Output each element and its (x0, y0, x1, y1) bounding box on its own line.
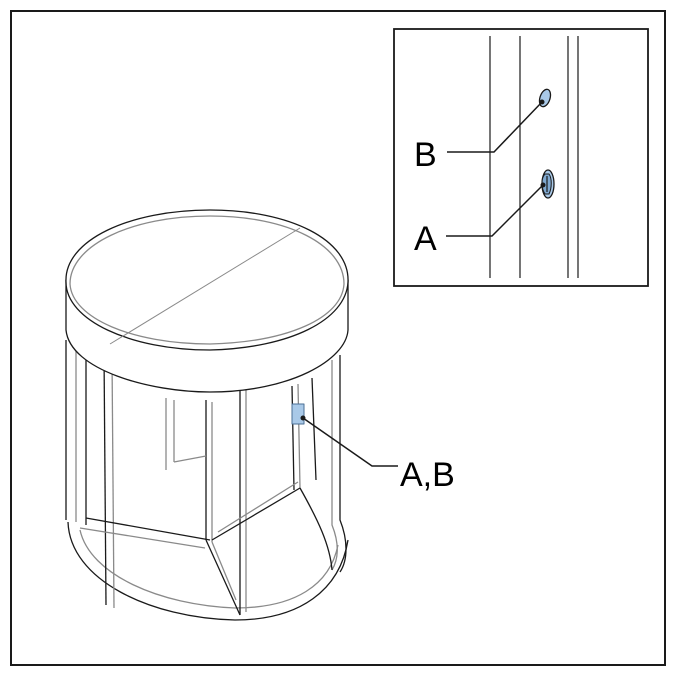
right-wall-post2 (297, 383, 301, 489)
right-wall-outer (339, 355, 347, 573)
door-profile-lines (489, 36, 579, 278)
floor-ring (67, 521, 349, 621)
left-bottom-rail2 (79, 527, 206, 549)
canopy-top (65, 209, 349, 351)
left-wall-mid2 (111, 355, 115, 609)
detail-inset-border (393, 28, 649, 287)
leader-main-dot (300, 415, 306, 421)
right-wall-inner-rail (211, 487, 301, 541)
leader-b-dot (539, 99, 545, 105)
right-wall-inner-rail2 (217, 481, 299, 533)
floor-ring-inner (79, 529, 339, 609)
left-bottom-rail (85, 517, 211, 541)
right-wall-post3 (311, 377, 317, 481)
left-wall-mid (103, 351, 107, 606)
right-wall-post (291, 385, 295, 491)
leader-a-dot (540, 182, 546, 188)
callout-b: B (414, 136, 437, 174)
leader-b (447, 101, 543, 153)
leader-main (302, 417, 398, 467)
canopy-top-inner (69, 215, 345, 345)
figure-border (10, 10, 666, 666)
leader-a (446, 184, 544, 237)
detail-inset: B A (393, 28, 649, 287)
right-wall-lower (299, 487, 333, 571)
rear-panel-bottom (173, 455, 207, 463)
highlight-lock-area (291, 403, 305, 425)
revolving-door-icon (65, 209, 349, 621)
callout-a: A (414, 220, 437, 258)
door-leaf-bottom2 (211, 541, 237, 601)
canopy-seam (109, 227, 301, 345)
right-wall-outer2 (331, 360, 338, 571)
door-leaf-bottom (205, 539, 241, 616)
callout-main: A,B (400, 456, 455, 494)
